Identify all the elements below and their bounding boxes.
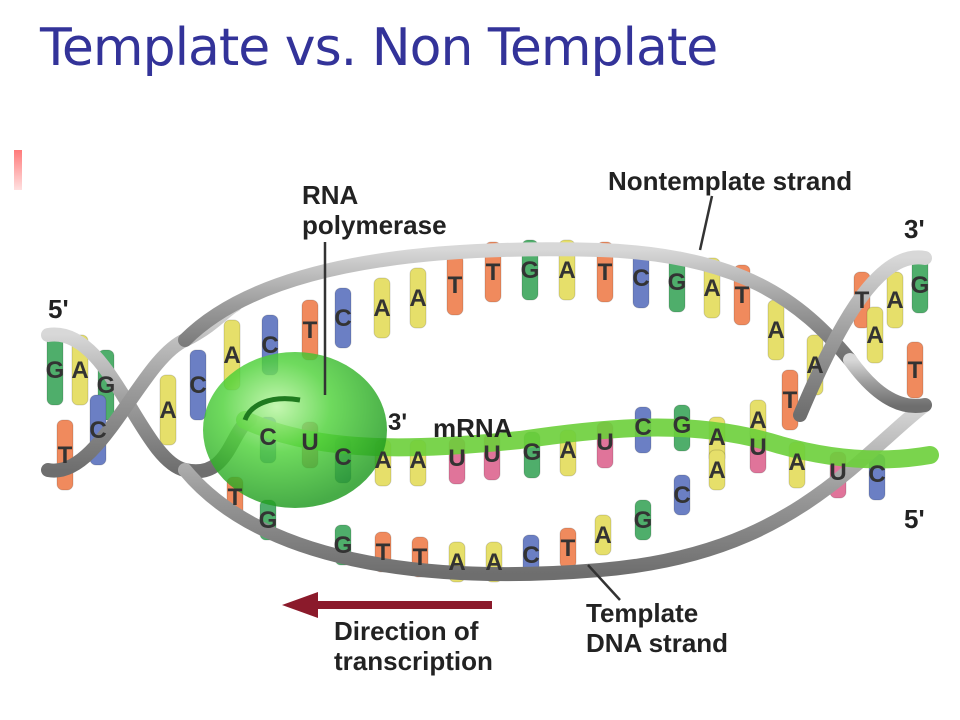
- bottom-base-12-rung: [708, 449, 726, 491]
- bottom-base-letter-10: G: [634, 507, 653, 534]
- right-helix-base-letter-1: A: [886, 287, 903, 314]
- template-label-line1: Template: [586, 598, 698, 628]
- mrna-base-letter-10: C: [634, 414, 651, 441]
- mrna-base-letter-3: A: [374, 447, 391, 474]
- mrna-label: mRNA: [433, 413, 513, 443]
- mrna-base-letter-8: A: [559, 437, 576, 464]
- right-5prime-label: 5': [904, 504, 925, 534]
- left-helix-base-letter-0: G: [46, 357, 65, 384]
- top-base-letter-12: A: [703, 275, 720, 302]
- top-base-letter-8: A: [558, 257, 575, 284]
- left-helix-base-letter-1: A: [71, 357, 88, 384]
- mrna-base-letter-11: G: [673, 412, 692, 439]
- mrna-base-letter-1: U: [301, 429, 318, 456]
- direction-label-line1: Direction of: [334, 616, 479, 646]
- slide-title: Template vs. Non Template: [40, 18, 718, 78]
- left-5prime-label: 5': [48, 294, 69, 324]
- mrna-base-letter-12: A: [708, 424, 725, 451]
- template-label-line2: DNA strand: [586, 628, 728, 658]
- top-base-letter-5: T: [448, 272, 463, 299]
- right-helix-base-letter-4: T: [908, 357, 923, 384]
- top-base-letter-2: C: [334, 305, 351, 332]
- left-helix-base-letter-6: C: [189, 372, 206, 399]
- bottom-base-letter-8: T: [561, 535, 576, 562]
- bottom-base-letter-12: A: [708, 457, 725, 484]
- bottom-base-letter-11: C: [673, 482, 690, 509]
- mrna-base-letter-0: C: [259, 424, 276, 451]
- mrna-base-letter-13: U: [749, 434, 766, 461]
- left-helix-base-letter-2: G: [97, 372, 116, 399]
- left-helix-base-letter-7: A: [223, 342, 240, 369]
- right-helix-backbone-b: [793, 250, 932, 422]
- mrna-base-letter-14: A: [788, 449, 805, 476]
- bottom-base-letter-13: A: [749, 407, 766, 434]
- right-helix-base-3-rung: [866, 306, 884, 364]
- bottom-base-letter-1: G: [259, 507, 278, 534]
- bottom-base-letter-5: A: [448, 549, 465, 576]
- bottom-base-letter-4: T: [413, 544, 428, 571]
- left-helix-base-letter-4: C: [89, 417, 106, 444]
- right-helix-base-letter-2: G: [911, 272, 930, 299]
- left-helix-base-6-rung: [189, 349, 207, 421]
- top-base-letter-3: A: [373, 295, 390, 322]
- top-base-letter-7: G: [521, 257, 540, 284]
- template-pointer: [587, 564, 621, 601]
- right-helix-backbone-a: [843, 353, 932, 413]
- left-helix-base-5-rung: [159, 374, 177, 446]
- top-base-letter-13: T: [735, 282, 750, 309]
- bottom-base-10-rung: [634, 499, 652, 541]
- nontemplate-backbone: [178, 242, 857, 367]
- top-base-letter-1: T: [303, 317, 318, 344]
- top-base-letter-15: A: [806, 352, 823, 379]
- top-base-letter-16: T: [783, 387, 798, 414]
- top-base-2-rung: [334, 287, 352, 349]
- mrna-base-letter-15: U: [829, 459, 846, 486]
- top-base-letter-6: T: [486, 259, 501, 286]
- bottom-base-letter-2: G: [334, 532, 353, 559]
- mrna-3prime-label: 3': [388, 409, 407, 436]
- right-3prime-label: 3': [904, 214, 925, 244]
- mrna-base-letter-16: C: [868, 461, 885, 488]
- mrna-base-letter-9: U: [596, 429, 613, 456]
- direction-label-line2: transcription: [334, 646, 493, 676]
- right-helix-base-letter-3: A: [866, 322, 883, 349]
- top-base-3-rung: [373, 277, 391, 339]
- bottom-base-letter-6: A: [485, 549, 502, 576]
- top-base-letter-9: T: [598, 259, 613, 286]
- top-base-letter-14: A: [767, 317, 784, 344]
- mrna-base-letter-6: U: [483, 441, 500, 468]
- polymerase-label-line2: polymerase: [302, 210, 447, 240]
- slide-bullet: [14, 150, 22, 190]
- bottom-base-letter-7: C: [522, 542, 539, 569]
- mrna-base-letter-7: G: [523, 439, 542, 466]
- top-base-letter-4: A: [409, 285, 426, 312]
- mrna-base-letter-2: C: [334, 444, 351, 471]
- polymerase-arrow: [242, 396, 301, 422]
- bottom-base-11-rung: [673, 474, 691, 516]
- bottom-base-letter-3: T: [376, 539, 391, 566]
- bottom-base-letter-0: T: [228, 484, 243, 511]
- top-base-4-rung: [409, 267, 427, 329]
- top-base-letter-11: G: [668, 269, 687, 296]
- left-helix-base-letter-5: A: [159, 397, 176, 424]
- top-base-letter-10: C: [632, 265, 649, 292]
- left-helix-base-letter-3: T: [58, 442, 73, 469]
- top-base-letter-0: C: [261, 332, 278, 359]
- polymerase-label-line1: RNA: [302, 180, 359, 210]
- mrna-base-letter-5: U: [448, 445, 465, 472]
- mrna-base-letter-4: A: [409, 447, 426, 474]
- nontemplate-label: Nontemplate strand: [608, 166, 852, 196]
- bottom-base-letter-9: A: [594, 522, 611, 549]
- right-helix-base-4-rung: [906, 341, 924, 399]
- right-helix-base-letter-0: T: [855, 287, 870, 314]
- nontemplate-pointer: [698, 195, 714, 251]
- direction-arrow-head: [282, 592, 318, 618]
- rna-polymerase: [203, 352, 387, 508]
- bottom-base-9-rung: [594, 514, 612, 556]
